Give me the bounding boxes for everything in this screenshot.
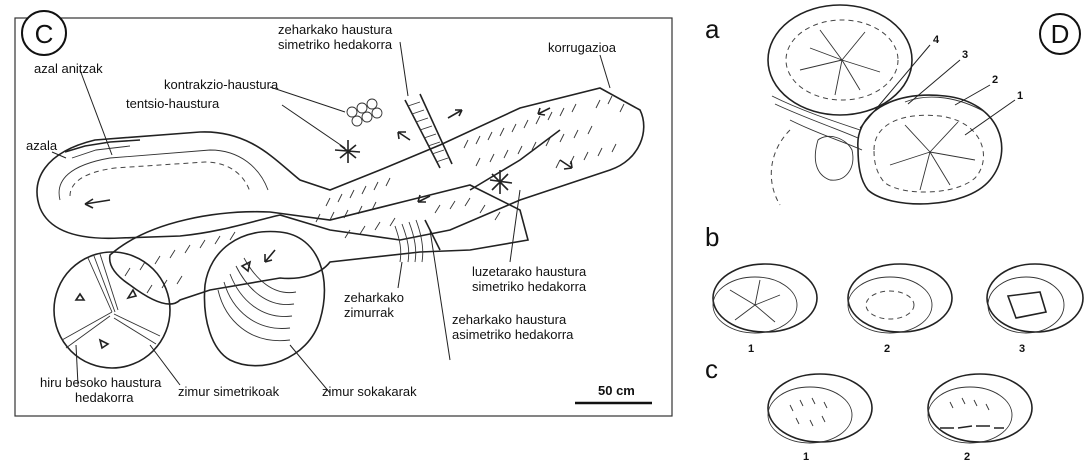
label-zeharkako-asimetriko-1: zeharkako haustura: [452, 312, 567, 327]
label-zeharkako-asimetriko-2: asimetriko hedakorra: [452, 327, 574, 342]
label-zeharkako-simetriko-1: zeharkako haustura: [278, 22, 393, 37]
b-number-2: 2: [884, 343, 890, 355]
panel-c-letter: C: [35, 19, 54, 49]
b-number-3: 3: [1019, 343, 1025, 355]
label-azal-anitzak: azal anitzak: [34, 61, 103, 76]
label-hiru-besoko-2: hedakorra: [75, 390, 134, 405]
pillow-pair-cross-section: [768, 5, 1002, 205]
label-luzetarako-1: luzetarako haustura: [472, 264, 587, 279]
label-zeharkako-zimurrak-2: zimurrak: [344, 305, 394, 320]
callout-4: 4: [933, 34, 940, 46]
lava-toe-circular: [54, 252, 170, 368]
label-luzetarako-2: simetriko hedakorra: [472, 279, 587, 294]
lava-toe-ropy: [204, 232, 324, 366]
b-number-1: 1: [748, 343, 754, 355]
label-zimur-simetrikoak: zimur simetrikoak: [178, 384, 280, 399]
label-tentsio-haustura: tentsio-haustura: [126, 96, 220, 111]
panel-d-letter: D: [1051, 19, 1070, 49]
scale-bar-label: 50 cm: [598, 383, 635, 398]
label-kontrakzio-haustura: kontrakzio-haustura: [164, 77, 279, 92]
label-hiru-besoko-1: hiru besoko haustura: [40, 375, 162, 390]
panel-c: C: [15, 11, 672, 416]
callout-2: 2: [992, 74, 998, 86]
row-c-pillows: 1 2: [768, 374, 1032, 463]
label-zimur-sokakarak: zimur sokakarak: [322, 384, 417, 399]
c-number-1: 1: [803, 451, 809, 463]
label-zeharkako-zimurrak-1: zeharkako: [344, 290, 404, 305]
panel-d: D a 4 3 2 1 b: [705, 5, 1083, 463]
label-zeharkako-simetriko-2: simetriko hedakorra: [278, 37, 393, 52]
label-korrugazioa: korrugazioa: [548, 40, 617, 55]
row-b-pillows: 1 2 3: [713, 264, 1083, 355]
row-c-label: c: [705, 354, 718, 384]
row-a-callouts: 4 3 2 1: [860, 34, 1023, 135]
callout-1: 1: [1017, 90, 1023, 102]
callout-3: 3: [962, 49, 968, 61]
row-b-label: b: [705, 222, 719, 252]
row-a-label: a: [705, 14, 720, 44]
c-number-2: 2: [964, 451, 970, 463]
label-azala: azala: [26, 138, 58, 153]
